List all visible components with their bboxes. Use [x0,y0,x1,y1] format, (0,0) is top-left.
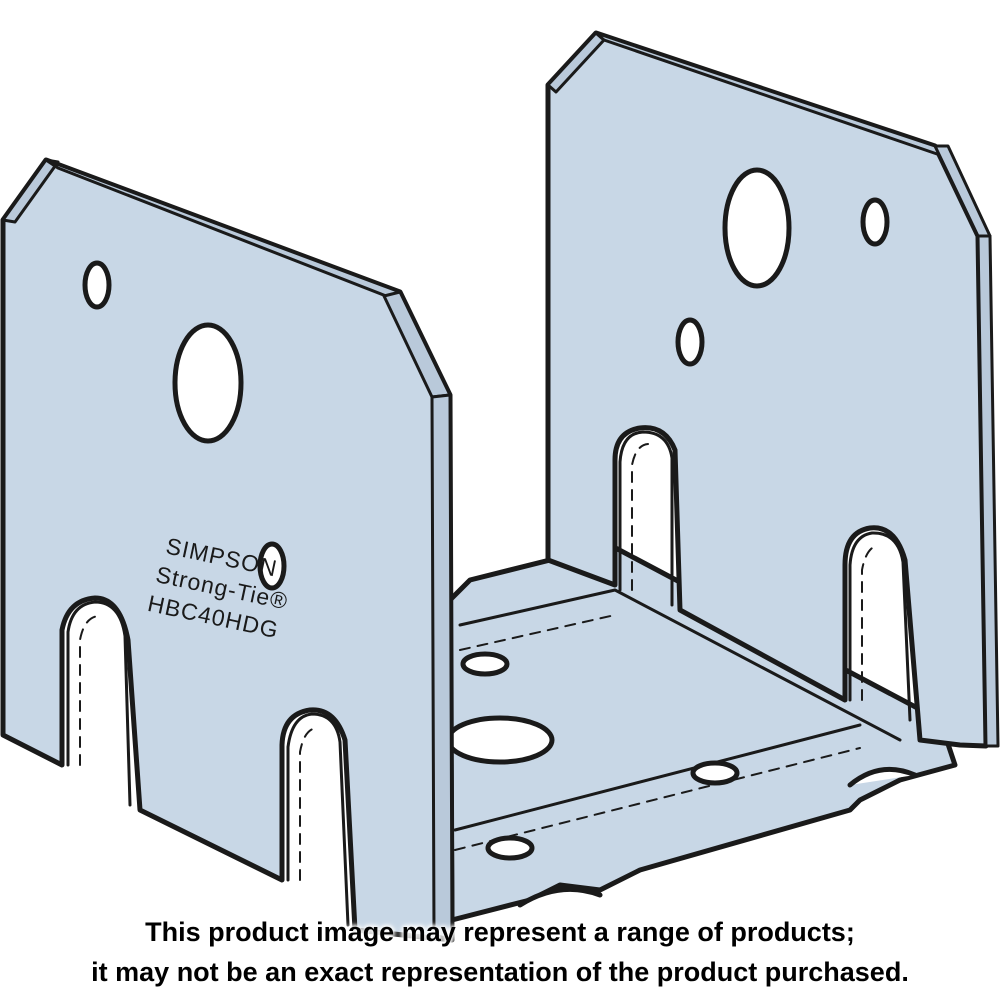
base-ridge [459,614,616,651]
base-notch [847,766,918,788]
panel-rib [79,615,99,766]
panel-edge [1,158,60,224]
bolt-hole [172,322,244,444]
base-ridge [453,723,862,832]
disclaimer-line-2: it may not be an exact representation of… [91,957,909,987]
nail-hole [690,760,740,786]
anchor-bolt-hole [445,715,555,765]
front-panel [0,157,455,943]
base-notch [517,886,603,908]
nail-hole [860,197,890,247]
nail-hole [675,317,705,367]
base-ridge [458,588,902,742]
nail-hole [460,651,510,677]
panel-rib [848,531,912,722]
nail-hole [257,541,287,591]
panel-rib [299,727,317,881]
panel-edge [976,234,1000,748]
panel-rib [631,443,649,591]
nail-hole [82,260,112,310]
panel-rib [286,712,350,927]
panel-edge [430,393,454,942]
disclaimer-line-1: This product image may represent a range… [145,917,855,947]
base-ridge [454,747,861,851]
bolt-hole [722,167,792,289]
panel-rib [66,600,132,807]
panel-rib [861,544,879,701]
nail-hole [485,835,535,861]
panel-rib [618,430,674,607]
